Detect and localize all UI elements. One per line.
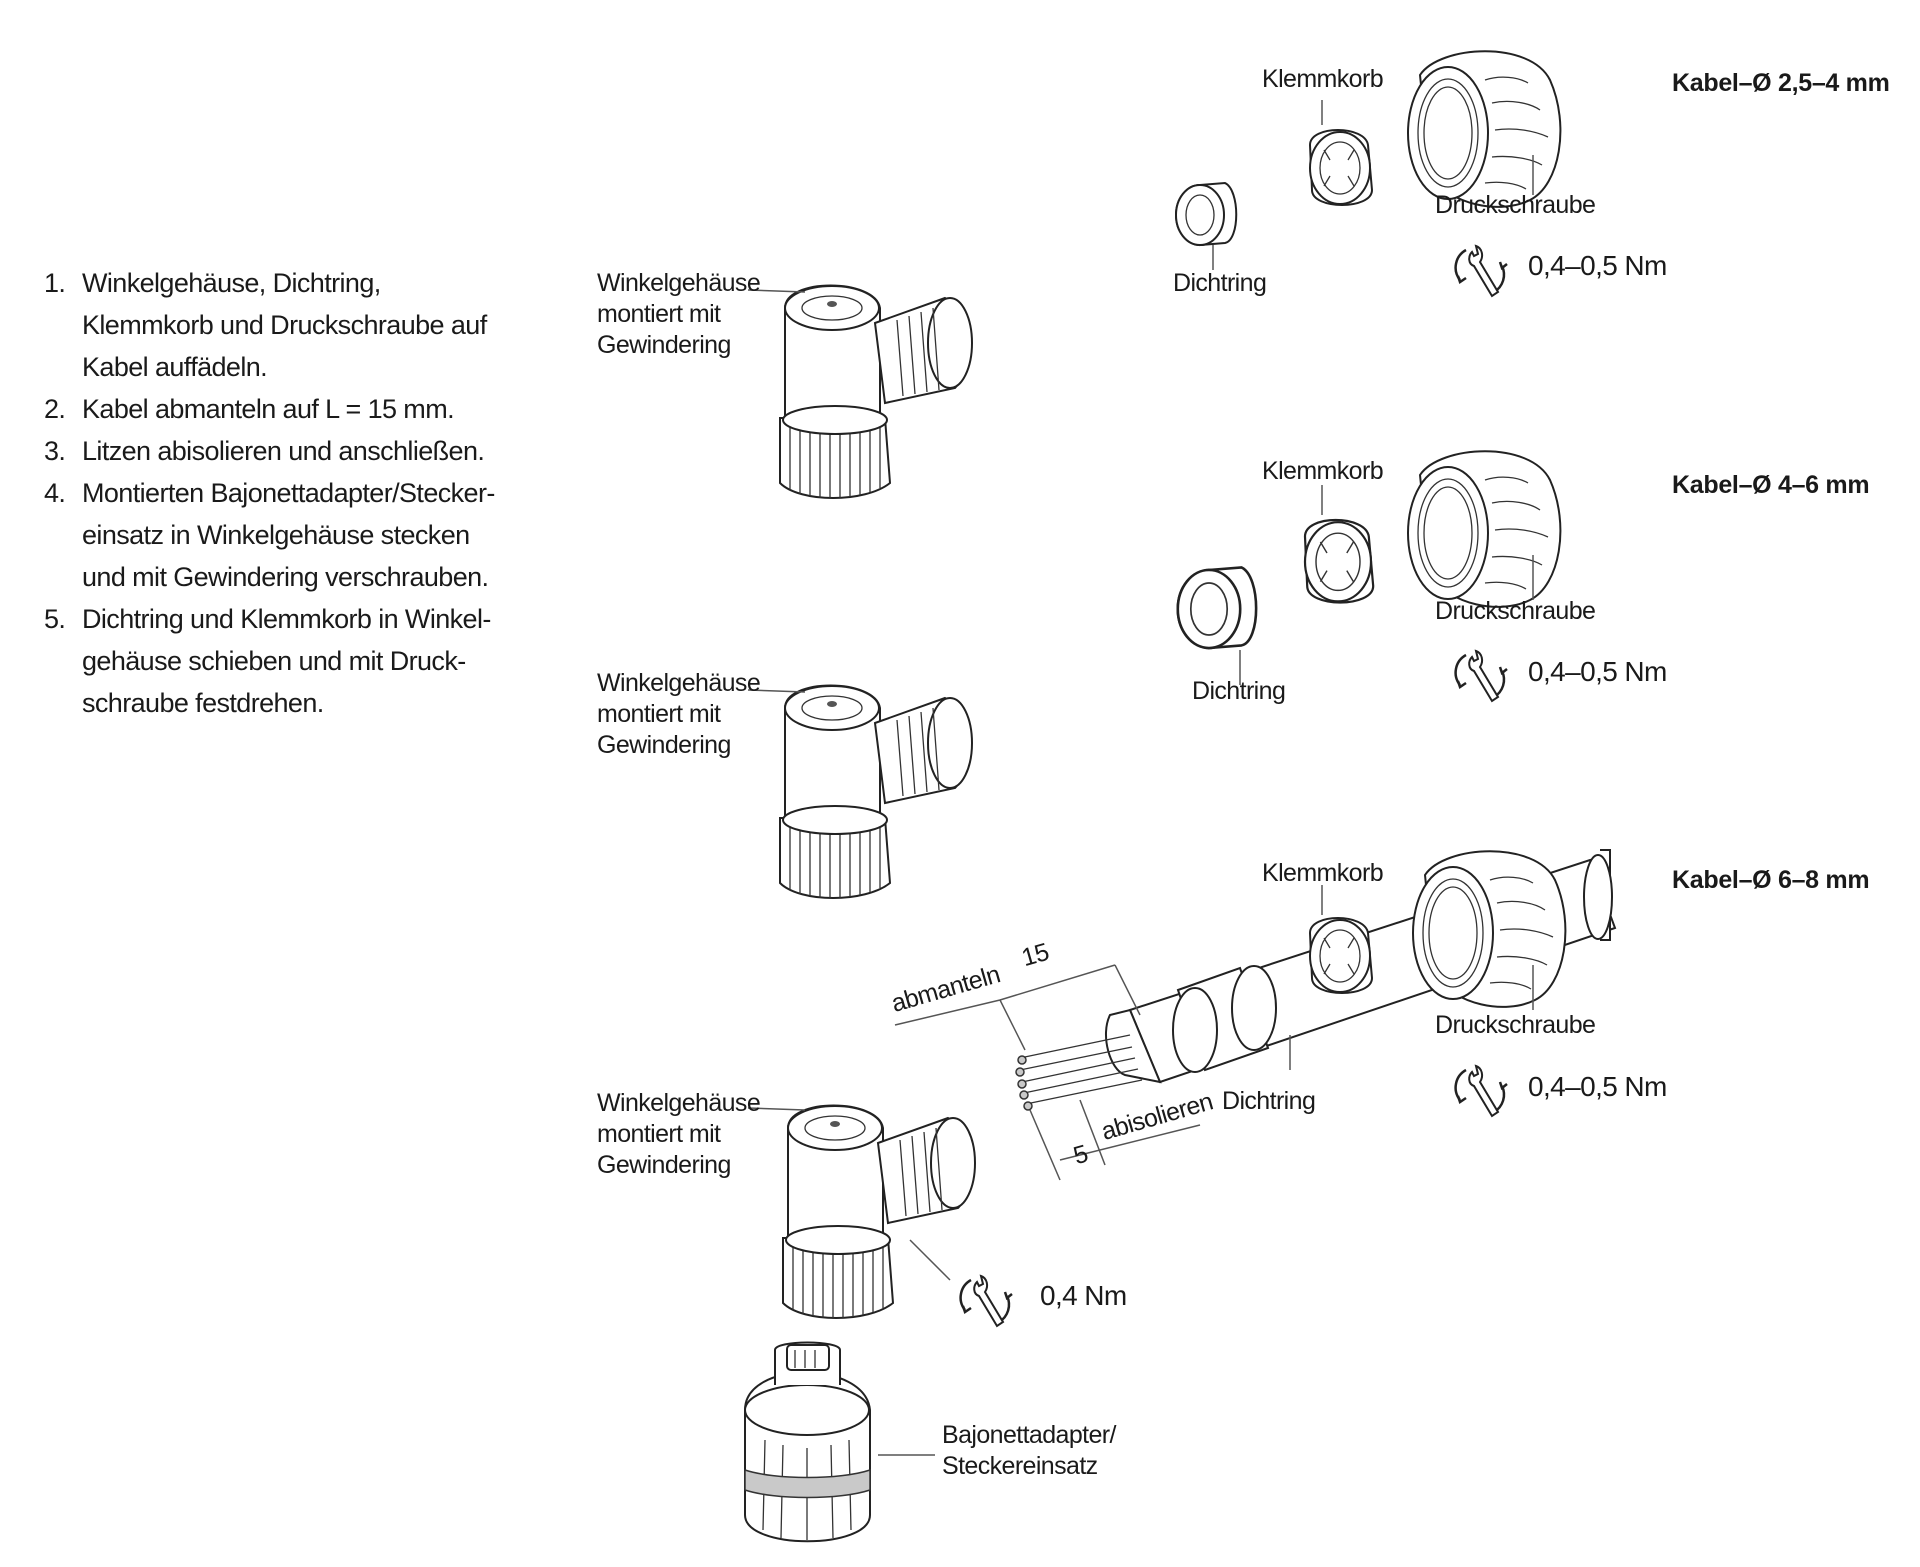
instructions-list: 1.Winkelgehäuse, Dichtring, Klemmkorb un…: [44, 262, 504, 724]
instruction-step: 1.Winkelgehäuse, Dichtring, Klemmkorb un…: [44, 268, 487, 382]
wrench-icon: [959, 1274, 1014, 1328]
druckschraube-label-2: Druckschraube: [1435, 597, 1596, 625]
wrench-icon: [1454, 244, 1509, 298]
adapter-label: Bajonettadapter/Steckereinsatz: [942, 1421, 1116, 1480]
leader-line: [747, 289, 806, 293]
torque-label-2: 0,4–0,5 Nm: [1528, 656, 1667, 687]
wrench-icon: [1454, 1064, 1509, 1118]
angle-housing-1: [779, 284, 973, 499]
clamp-basket-1: [1309, 129, 1373, 206]
instruction-step: 3.Litzen abisolieren und anschließen.: [44, 436, 485, 466]
clamp-basket-2: [1303, 518, 1375, 604]
instruction-step: 5.Dichtring und Klemmkorb in Winkel-gehä…: [44, 604, 491, 718]
variant-header-2: Kabel–Ø 4–6 mm: [1672, 471, 1870, 499]
seal-ring-2: [1176, 566, 1258, 650]
angle-housing-3: [782, 1104, 976, 1319]
dichtring-label-3: Dichtring: [1222, 1087, 1316, 1115]
variant-header-3: Kabel–Ø 6–8 mm: [1672, 866, 1870, 894]
pressure-screw-2: [1407, 450, 1562, 608]
instruction-step: 4.Montierten Bajonettadapter/Stecker-ein…: [44, 478, 495, 592]
seal-ring-1: [1175, 182, 1238, 246]
ring-torque-label: 0,4 Nm: [1040, 1280, 1127, 1311]
druckschraube-label-1: Druckschraube: [1435, 191, 1596, 219]
wrench-icon: [1454, 649, 1509, 703]
variant-header-1: Kabel–Ø 2,5–4 mm: [1672, 69, 1890, 97]
leader-line: [747, 689, 806, 693]
angle-housing-2: [779, 684, 973, 899]
dichtring-label-1: Dichtring: [1173, 269, 1267, 297]
torque-label-3: 0,4–0,5 Nm: [1528, 1071, 1667, 1102]
cable-assembly: [894, 849, 1617, 1181]
klemmkorb-label-3: Klemmkorb: [1262, 859, 1384, 887]
bayonet-adapter: [744, 1341, 871, 1543]
torque-label-1: 0,4–0,5 Nm: [1528, 250, 1667, 281]
leader-line: [747, 1107, 806, 1111]
druckschraube-label-3: Druckschraube: [1435, 1011, 1596, 1039]
klemmkorb-label-1: Klemmkorb: [1262, 65, 1384, 93]
pressure-screw-1: [1407, 50, 1562, 208]
klemmkorb-label-2: Klemmkorb: [1262, 457, 1384, 485]
instruction-step: 2.Kabel abmanteln auf L = 15 mm.: [44, 394, 455, 424]
dichtring-label-2: Dichtring: [1192, 677, 1286, 705]
